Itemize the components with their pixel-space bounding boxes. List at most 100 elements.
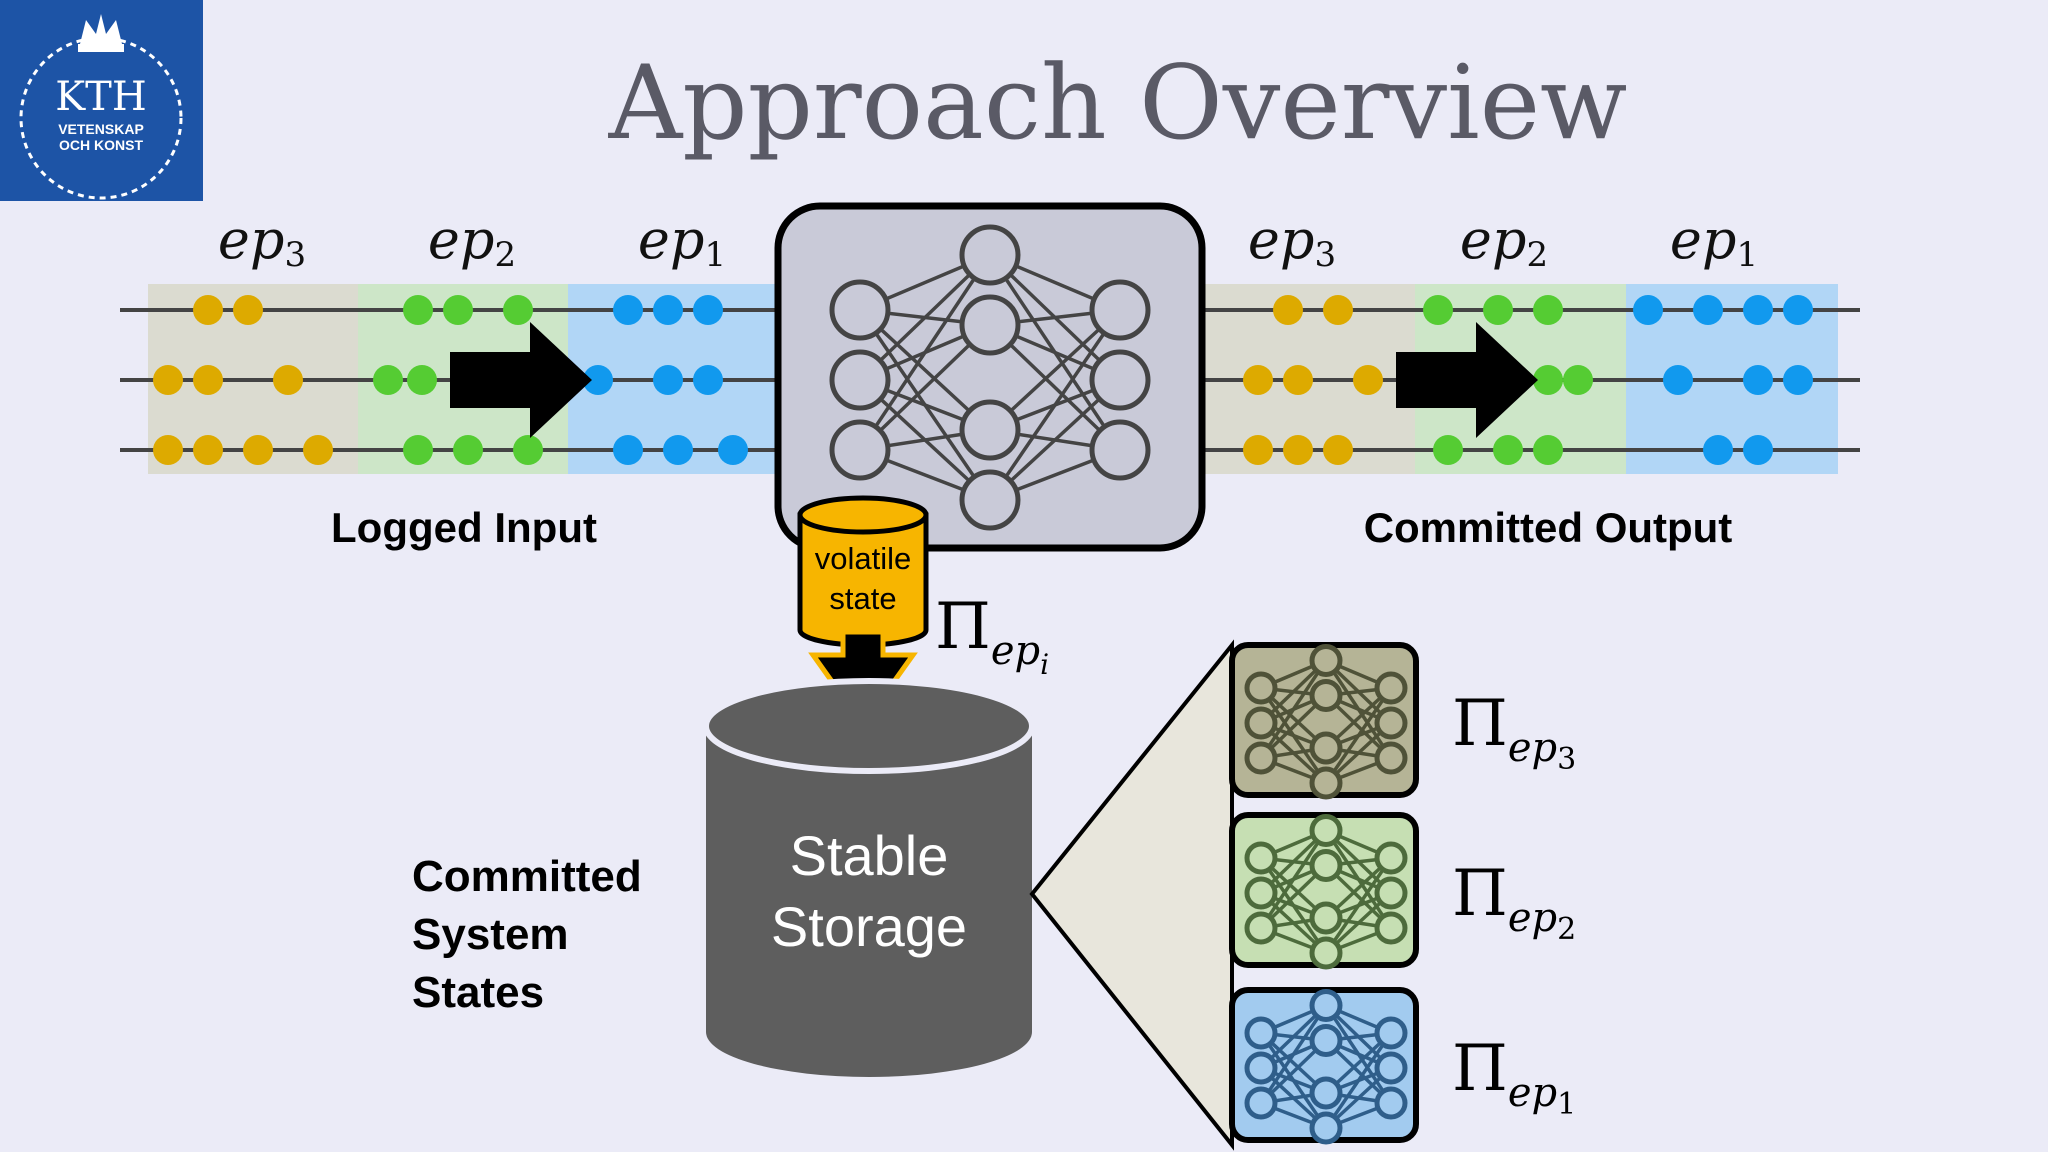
snapshot-net-node <box>1374 911 1408 945</box>
snapshot-net-node <box>1309 901 1343 935</box>
event-dot-right-ep3 <box>1273 295 1303 325</box>
event-dot-left-ep1 <box>693 365 723 395</box>
event-dot-right-ep1 <box>1633 295 1663 325</box>
event-dot-left-ep2 <box>403 295 433 325</box>
snapshot-net-node <box>1374 741 1408 775</box>
committed-output-label: Committed Output <box>1364 504 1733 551</box>
event-dot-right-ep3 <box>1283 365 1313 395</box>
snapshot-net-node <box>1244 911 1278 945</box>
event-dot-right-ep1 <box>1743 295 1773 325</box>
event-dot-left-ep3 <box>243 435 273 465</box>
event-dot-left-ep1 <box>718 435 748 465</box>
event-dot-right-ep3 <box>1323 435 1353 465</box>
snapshot-net-node <box>1244 671 1278 705</box>
snapshot-net-node <box>1244 1086 1278 1120</box>
snapshot-net-node <box>1374 841 1408 875</box>
flow-arrow-right <box>1396 322 1538 438</box>
kth-crest-icon <box>19 14 183 200</box>
snapshot-net-node <box>1374 876 1408 910</box>
event-dot-left-ep2 <box>443 295 473 325</box>
main-net-node <box>1089 279 1151 341</box>
snapshot-net-node <box>1374 1016 1408 1050</box>
event-dot-left-ep1 <box>613 295 643 325</box>
snapshot-net-node <box>1309 849 1343 882</box>
snapshot-net-node <box>1374 706 1408 740</box>
snapshot-net-node <box>1244 706 1278 740</box>
event-dot-right-ep1 <box>1783 295 1813 325</box>
epoch-labels: ep3 ep2 ep1 ep3 ep2 ep1 <box>218 208 1758 275</box>
snapshot-net-node <box>1374 1051 1408 1085</box>
event-dot-right-ep1 <box>1783 365 1813 395</box>
snapshot-net-node <box>1309 814 1343 847</box>
snapshot-net-node <box>1309 766 1343 800</box>
main-net-node <box>829 279 891 341</box>
event-dot-right-ep2 <box>1433 435 1463 465</box>
volatile-label-2: state <box>829 581 896 616</box>
epoch-label-right-ep2: ep2 <box>1460 208 1548 275</box>
event-dot-right-ep2 <box>1533 365 1563 395</box>
event-dot-left-ep1 <box>613 435 643 465</box>
logo-name: KTH <box>55 74 146 120</box>
event-dot-left-ep1 <box>663 435 693 465</box>
logged-input-stream <box>120 284 790 474</box>
logo-line-2: OCH KONST <box>59 137 143 153</box>
snapshot-ep1: Πep1 <box>1229 987 1576 1145</box>
snapshot-net-link <box>1324 1032 1393 1129</box>
event-dot-right-ep2 <box>1493 435 1523 465</box>
snapshot-net-node <box>1309 936 1343 970</box>
event-dot-left-ep1 <box>653 365 683 395</box>
snapshot-net-link <box>1259 829 1328 929</box>
event-dot-right-ep3 <box>1243 435 1273 465</box>
event-dot-right-ep3 <box>1323 295 1353 325</box>
snapshot-net-icon <box>1244 989 1408 1145</box>
event-dot-right-ep2 <box>1533 435 1563 465</box>
snapshot-net-node <box>1309 1024 1343 1057</box>
event-dot-left-ep3 <box>303 435 333 465</box>
slide-title: Approach Overview <box>608 44 1628 163</box>
snapshot-net-link <box>1324 857 1393 954</box>
right-event-dots <box>1243 295 1813 465</box>
snapshot-net-node <box>1244 876 1278 910</box>
main-net-link <box>858 254 992 451</box>
logo-line-1: VETENSKAP <box>58 121 144 137</box>
event-dot-left-ep3 <box>153 365 183 395</box>
storage-top <box>703 678 1035 774</box>
stable-label-2: Storage <box>771 895 967 958</box>
main-net-node <box>959 399 1021 461</box>
event-dot-left-ep3 <box>153 435 183 465</box>
snapshot-label: Πep3 <box>1452 687 1576 777</box>
snapshot-net-node <box>1309 644 1343 677</box>
stable-label-1: Stable <box>790 824 949 887</box>
event-dot-right-ep3 <box>1243 365 1273 395</box>
event-dot-left-ep2 <box>403 435 433 465</box>
snapshot-label: Πep2 <box>1452 857 1576 947</box>
epoch-label-left-ep1: ep1 <box>638 208 726 275</box>
event-dot-left-ep3 <box>233 295 263 325</box>
event-dot-right-ep2 <box>1483 295 1513 325</box>
main-net-link <box>988 309 1122 501</box>
stable-storage-cylinder: Stable Storage <box>703 678 1035 1077</box>
committed-states-label: Committed System States <box>412 852 642 1017</box>
snapshot-operator-label: Πepi <box>935 590 1049 681</box>
main-net-node <box>959 469 1021 531</box>
snapshot-net-node <box>1244 1051 1278 1085</box>
snapshot-net-node <box>1374 1086 1408 1120</box>
event-dot-left-ep1 <box>693 295 723 325</box>
snapshot-net-node <box>1309 679 1343 712</box>
main-net-node <box>959 224 1021 286</box>
committed-states-line-3: States <box>412 968 544 1017</box>
event-dot-left-ep2 <box>513 435 543 465</box>
model-box <box>774 202 1206 552</box>
event-dot-left-ep2 <box>453 435 483 465</box>
snapshot-net-node <box>1309 1111 1343 1145</box>
snapshot-net-link <box>1259 659 1328 759</box>
snapshot-net-node <box>1374 671 1408 705</box>
epoch-label-left-ep2: ep2 <box>428 208 516 275</box>
volatile-state-cylinder: volatile state <box>797 495 929 648</box>
kth-logo: KTH VETENSKAP OCH KONST <box>0 0 203 201</box>
snapshot-net-link <box>1259 1004 1328 1104</box>
snapshot-net-node <box>1244 841 1278 875</box>
event-dot-right-ep1 <box>1663 365 1693 395</box>
snapshot-net-node <box>1309 731 1343 765</box>
